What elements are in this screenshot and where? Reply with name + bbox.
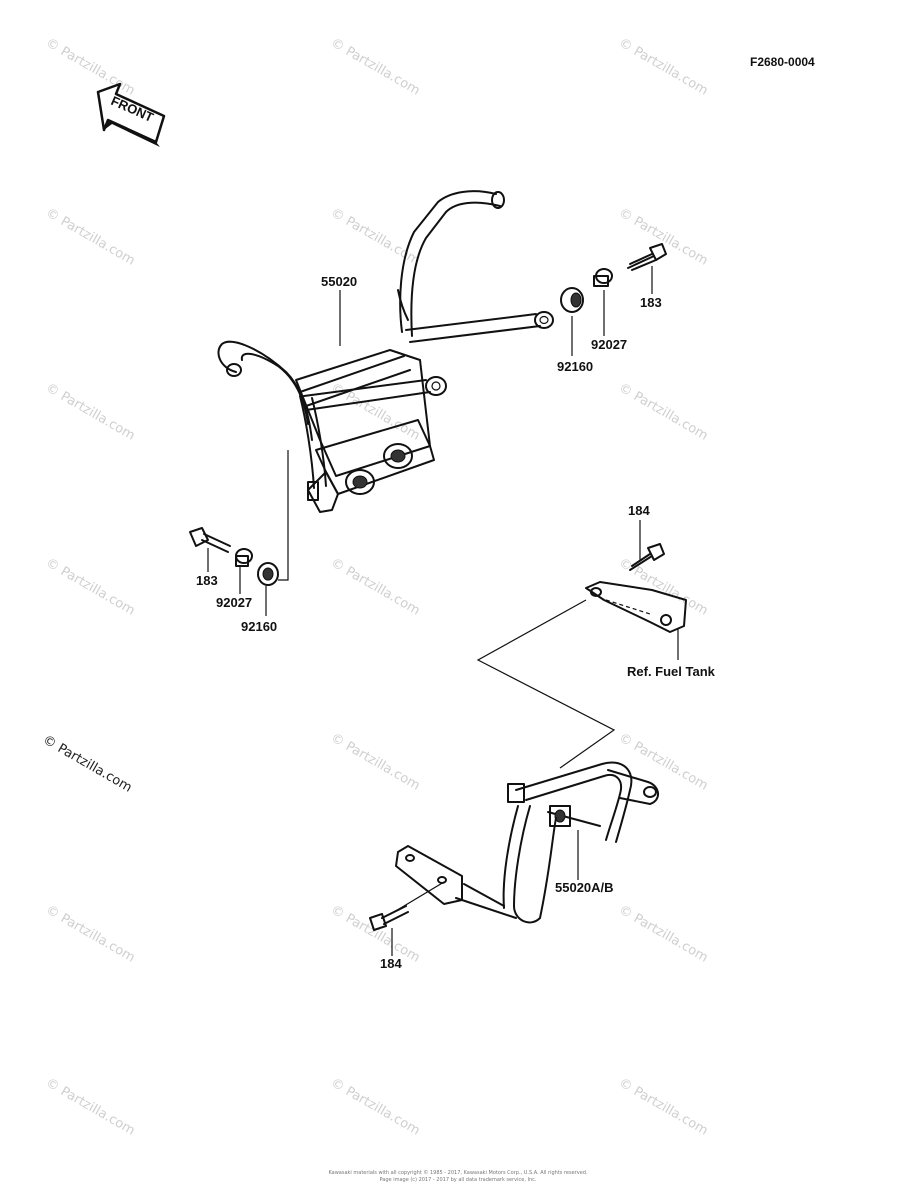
copyright-line-1: Kawasaki materials with all copyright © … xyxy=(328,1169,587,1176)
label-183-right: 183 xyxy=(640,295,662,310)
label-92160-left: 92160 xyxy=(241,619,277,634)
bolt-183-left xyxy=(189,527,231,553)
label-92027-right: 92027 xyxy=(591,337,627,352)
figure-code: F2680-0004 xyxy=(750,55,815,69)
collar-92027-left xyxy=(235,548,253,567)
bolt-183-right xyxy=(627,243,667,271)
watermark: © Partzilla.com xyxy=(328,1075,422,1138)
copyright-line-2: Page image (c) 2017 - 2017 by all data t… xyxy=(380,1177,537,1183)
label-fuel-tank-ref: Ref. Fuel Tank xyxy=(627,664,716,679)
watermark: © Partzilla.com xyxy=(43,35,137,98)
label-92160-right: 92160 xyxy=(557,359,593,374)
label-55020-upper: 55020 xyxy=(321,274,357,289)
watermark: © Partzilla.com xyxy=(616,35,710,98)
watermark: © Partzilla.com xyxy=(616,902,710,965)
label-92027-left: 92027 xyxy=(216,595,252,610)
lower-guard-frame xyxy=(395,761,659,924)
watermark: © Partzilla.com xyxy=(616,730,710,793)
left-watermark: © Partzilla.com xyxy=(40,732,134,795)
upper-guard-frame xyxy=(217,190,554,513)
label-184-lower: 184 xyxy=(380,956,402,971)
watermark-layer: © Partzilla.com © Partzilla.com © Partzi… xyxy=(43,35,710,1138)
grommet-92160-right xyxy=(560,287,584,313)
watermark: © Partzilla.com xyxy=(43,205,137,268)
watermark: © Partzilla.com xyxy=(616,380,710,443)
bolt-184-lower xyxy=(369,905,409,931)
bolt-184-bracket xyxy=(629,543,665,571)
fuel-tank-bracket xyxy=(585,581,687,633)
watermark: © Partzilla.com xyxy=(328,555,422,618)
collar-92027-right xyxy=(593,268,613,287)
watermark: © Partzilla.com xyxy=(328,380,422,443)
watermark: © Partzilla.com xyxy=(43,1075,137,1138)
label-55020ab: 55020A/B xyxy=(555,880,614,895)
label-183-left: 183 xyxy=(196,573,218,588)
grommet-92160-left xyxy=(257,562,279,586)
watermark: © Partzilla.com xyxy=(328,205,422,268)
watermark: © Partzilla.com xyxy=(616,1075,710,1138)
watermark: © Partzilla.com xyxy=(43,380,137,443)
watermark: © Partzilla.com xyxy=(43,555,137,618)
watermark: © Partzilla.com xyxy=(43,902,137,965)
watermark: © Partzilla.com xyxy=(616,205,710,268)
label-184-bracket: 184 xyxy=(628,503,650,518)
watermark: © Partzilla.com xyxy=(328,730,422,793)
watermark: © Partzilla.com xyxy=(328,35,422,98)
